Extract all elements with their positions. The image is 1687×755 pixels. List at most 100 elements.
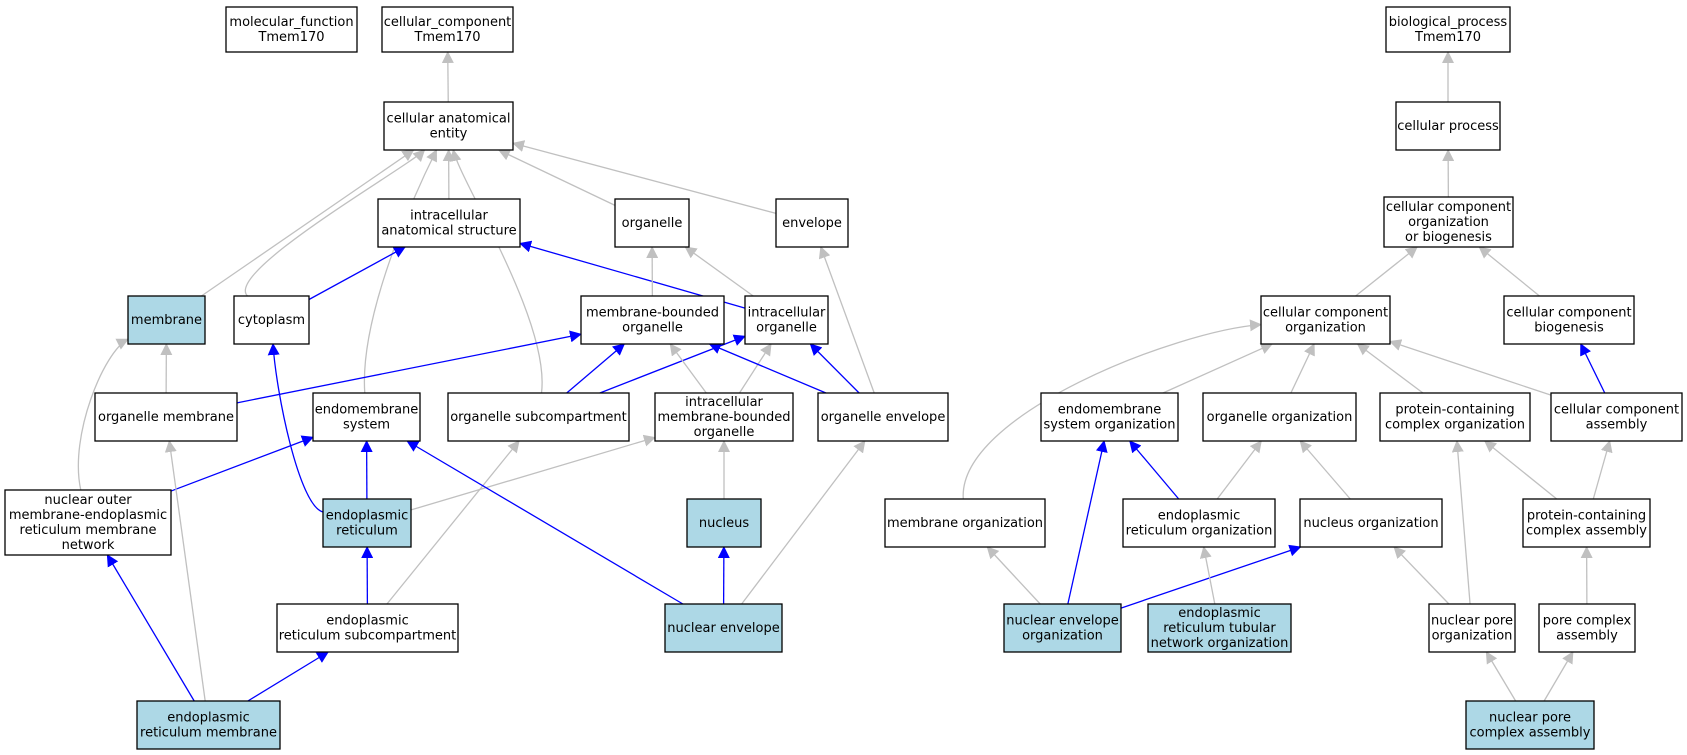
go-term-node-organelle-organization[interactable]: organelle organization (1202, 392, 1357, 442)
go-term-node-nuclear-outer-membrane-er-network[interactable]: nuclear outermembrane-endoplasmicreticul… (4, 489, 172, 556)
node-box (686, 498, 762, 548)
node-label: network organization (1151, 636, 1289, 651)
node-box (1383, 196, 1514, 248)
node-box (377, 198, 521, 248)
node-label: cellular component (1506, 306, 1631, 321)
go-term-node-organelle[interactable]: organelle (614, 198, 690, 248)
node-label: pore complex (1543, 614, 1632, 629)
node-label: system organization (1044, 418, 1176, 433)
is-a-edge-nuclear-outer-membrane-er-network-to-membrane (77, 338, 129, 491)
node-box (1395, 101, 1501, 151)
is-a-edge-endomembrane-system-to-cellular-anatomical-entity (363, 149, 438, 394)
node-label: reticulum organization (1126, 524, 1273, 539)
node-label: organelle organization (1207, 410, 1353, 425)
go-term-node-nucleus[interactable]: nucleus (686, 498, 762, 548)
node-box (614, 198, 690, 248)
is-a-edge-er-subcompartment-to-organelle-subcompartment (386, 440, 520, 605)
go-term-node-nuclear-envelope[interactable]: nuclear envelope (664, 603, 783, 653)
node-label: complex organization (1385, 418, 1525, 433)
go-term-node-membrane-organization[interactable]: membrane organization (884, 498, 1046, 548)
node-box (1503, 295, 1635, 345)
node-label: membrane (131, 313, 202, 328)
node-label: reticulum tubular (1163, 621, 1276, 636)
go-term-node-organelle-membrane[interactable]: organelle membrane (94, 392, 238, 442)
node-label: nucleus (699, 516, 749, 531)
node-label: Tmem170 (257, 30, 324, 45)
node-label: molecular_function (229, 15, 353, 30)
node-box (775, 198, 849, 248)
node-box (1538, 603, 1636, 653)
go-term-node-organelle-envelope[interactable]: organelle envelope (817, 392, 949, 442)
node-box (664, 603, 783, 653)
go-term-node-nucleus-organization[interactable]: nucleus organization (1299, 498, 1443, 548)
part-of-edge-organelle-membrane-to-membrane-bounded-organelle (236, 330, 582, 404)
is-a-edge-nuclear-pore-complex-assembly-to-nuclear-pore-organization (1485, 651, 1517, 702)
node-label: nuclear envelope (667, 621, 779, 636)
part-of-edge-er-membrane-to-er-subcompartment (247, 651, 330, 702)
is-a-edge-er-organization-to-organelle-organization (1216, 440, 1262, 500)
node-label: biological_process (1389, 15, 1508, 30)
node-box (1550, 392, 1683, 442)
is-a-edge-er-tubular-network-org-to-er-organization (1199, 546, 1216, 605)
node-box (1147, 603, 1292, 653)
node-box (127, 295, 206, 345)
node-label: nucleus organization (1303, 516, 1438, 531)
node-label: organelle (622, 216, 683, 231)
node-label: Tmem170 (413, 30, 480, 45)
node-box (383, 101, 514, 151)
is-a-edge-intracellular-organelle-to-organelle (684, 246, 754, 297)
go-term-node-membrane[interactable]: membrane (127, 295, 206, 345)
go-term-node-cellular-process[interactable]: cellular process (1395, 101, 1501, 151)
node-label: organization (1022, 629, 1103, 644)
is-a-edge-nuclear-envelope-to-organelle-envelope (741, 440, 866, 605)
is-a-edge-cytoplasm-to-cellular-anatomical-entity (244, 149, 426, 297)
node-label: assembly (1556, 629, 1618, 644)
node-box (447, 392, 630, 442)
node-label: anatomical structure (381, 224, 516, 239)
node-box (1040, 392, 1179, 442)
go-term-node-cytoplasm[interactable]: cytoplasm (233, 295, 310, 345)
is-a-edge-nuclear-pore-organization-to-protein-containing-complex-org (1451, 440, 1471, 605)
go-term-node-organelle-subcompartment[interactable]: organelle subcompartment (447, 392, 630, 442)
node-label: nuclear pore (1489, 711, 1571, 726)
node-label: organelle (694, 425, 755, 440)
part-of-edge-er-organization-to-endomembrane-system-org (1129, 440, 1180, 500)
part-of-edge-cc-assembly-to-cc-biogenesis (1580, 343, 1606, 394)
node-label: cytoplasm (238, 313, 305, 328)
node-box (312, 392, 421, 442)
go-term-node-envelope[interactable]: envelope (775, 198, 849, 248)
node-label: assembly (1586, 418, 1648, 433)
node-box (94, 392, 238, 442)
node-label: endoplasmic (326, 614, 408, 629)
node-label: Tmem170 (1414, 30, 1481, 45)
is-a-edge-nuclear-pore-complex-assembly-to-pore-complex-assembly (1543, 651, 1574, 702)
part-of-edge-nuclear-envelope-organization-to-nucleus-organization (1120, 544, 1302, 609)
node-label: reticulum (336, 524, 398, 539)
